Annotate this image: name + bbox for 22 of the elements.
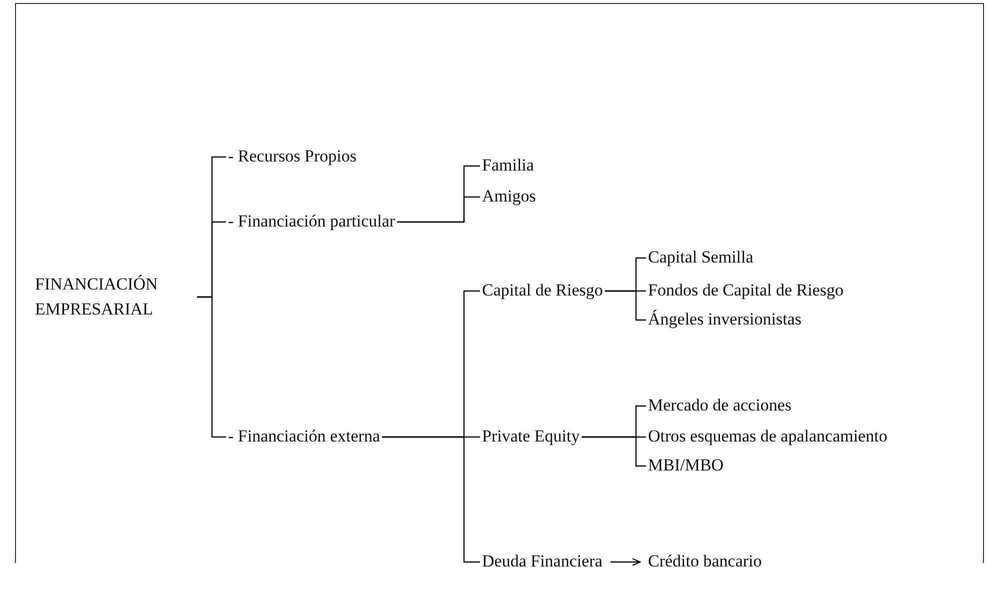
arrow bbox=[610, 558, 641, 566]
bracket-line bbox=[197, 296, 226, 438]
node-text: Familia bbox=[482, 154, 534, 178]
node-text: Capital de Riesgo bbox=[482, 278, 603, 304]
bracket-line bbox=[397, 196, 480, 223]
node-text: Otros esquemas de apalancamiento bbox=[648, 424, 888, 450]
node-text: - Financiación particular bbox=[228, 210, 396, 234]
bracket-line bbox=[382, 436, 480, 563]
node-text: Private Equity bbox=[482, 424, 580, 450]
node-text: Ángeles inversionistas bbox=[648, 308, 802, 332]
node-text: Amigos bbox=[482, 184, 536, 210]
node-text: Fondos de Capital de Riesgo bbox=[648, 278, 844, 304]
node-text: - Financiación externa bbox=[228, 424, 380, 450]
node-text: Deuda Financiera bbox=[482, 550, 602, 574]
node-text: - Recursos Propios bbox=[228, 144, 356, 170]
bracket-line bbox=[604, 290, 646, 321]
bracket-line bbox=[582, 436, 646, 467]
node-text: Mercado de acciones bbox=[648, 394, 792, 418]
node-text: Crédito bancario bbox=[648, 550, 762, 574]
node-text: Capital Semilla bbox=[648, 246, 754, 270]
node-text: FINANCIACIÓN EMPRESARIAL bbox=[35, 272, 195, 322]
node-text: MBI/MBO bbox=[648, 454, 724, 478]
